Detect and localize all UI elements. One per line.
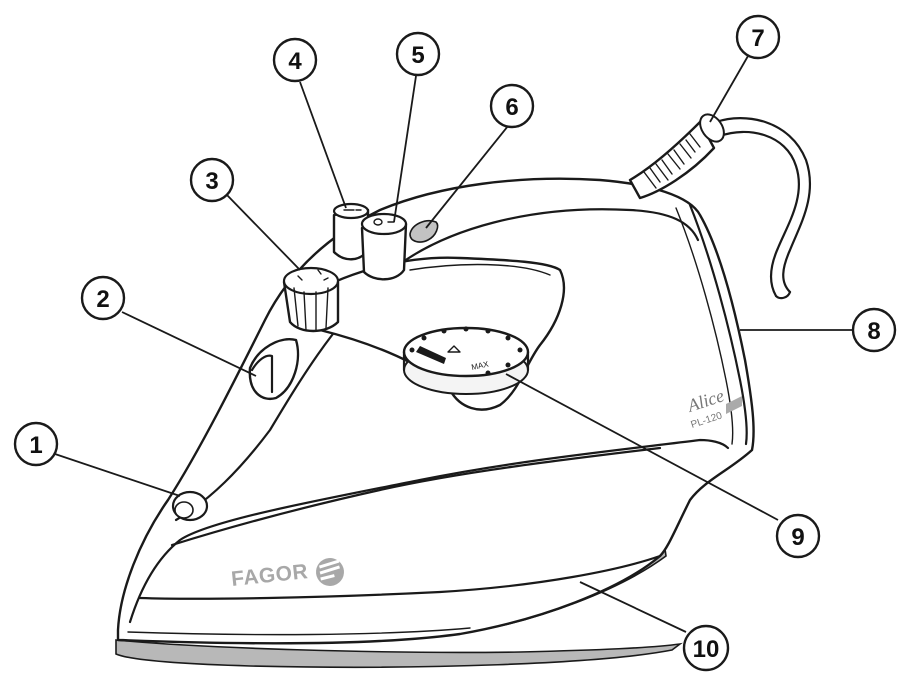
callout-8: 8 bbox=[851, 307, 897, 353]
callout-1: 1 bbox=[13, 421, 59, 467]
temperature-dial[interactable]: MAX bbox=[402, 326, 530, 395]
dial-max-label: MAX bbox=[471, 359, 490, 372]
svg-text:10: 10 bbox=[693, 636, 720, 663]
callout-10: 10 bbox=[682, 624, 730, 672]
callout-9: 9 bbox=[775, 513, 821, 559]
fagor-logo-icon bbox=[316, 558, 344, 586]
svg-text:1: 1 bbox=[29, 432, 42, 459]
callout-6: 6 bbox=[489, 83, 535, 129]
callout-3: 3 bbox=[189, 157, 235, 203]
svg-text:2: 2 bbox=[96, 286, 109, 313]
callout-7: 7 bbox=[735, 14, 781, 60]
self-clean-button[interactable] bbox=[409, 219, 439, 243]
burst-button[interactable] bbox=[332, 202, 370, 261]
leader-lines bbox=[54, 55, 852, 633]
svg-text:6: 6 bbox=[505, 94, 518, 121]
callout-5: 5 bbox=[395, 31, 441, 77]
svg-text:7: 7 bbox=[751, 25, 764, 52]
spray-button[interactable] bbox=[360, 212, 408, 281]
power-cord bbox=[714, 117, 812, 300]
svg-text:5: 5 bbox=[411, 42, 424, 69]
spray-nozzle bbox=[171, 490, 209, 522]
svg-text:3: 3 bbox=[205, 168, 218, 195]
cord-guard bbox=[628, 113, 725, 200]
iron-body bbox=[115, 177, 755, 669]
spray-knob[interactable] bbox=[282, 266, 340, 333]
svg-text:9: 9 bbox=[791, 524, 804, 551]
water-fill-inlet[interactable] bbox=[248, 338, 300, 401]
svg-text:8: 8 bbox=[867, 318, 880, 345]
svg-text:4: 4 bbox=[288, 48, 302, 75]
callout-2: 2 bbox=[80, 275, 126, 321]
soleplate bbox=[115, 639, 683, 669]
callout-4: 4 bbox=[272, 37, 318, 83]
